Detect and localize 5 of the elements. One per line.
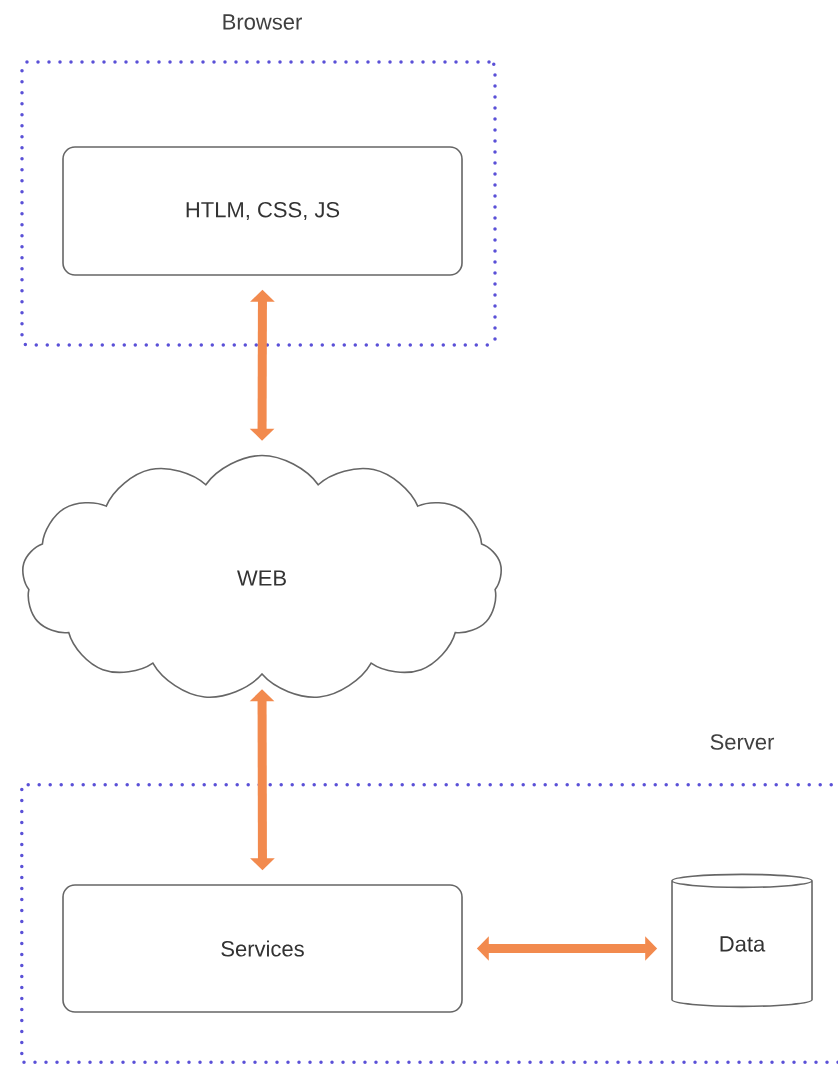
group-label: Server xyxy=(710,734,775,750)
group-label: Browser xyxy=(223,14,302,30)
process-box: Services xyxy=(62,884,463,1013)
database-cylinder: Data xyxy=(671,873,813,1008)
process-box: HTLM, CSS, JS xyxy=(62,146,463,276)
